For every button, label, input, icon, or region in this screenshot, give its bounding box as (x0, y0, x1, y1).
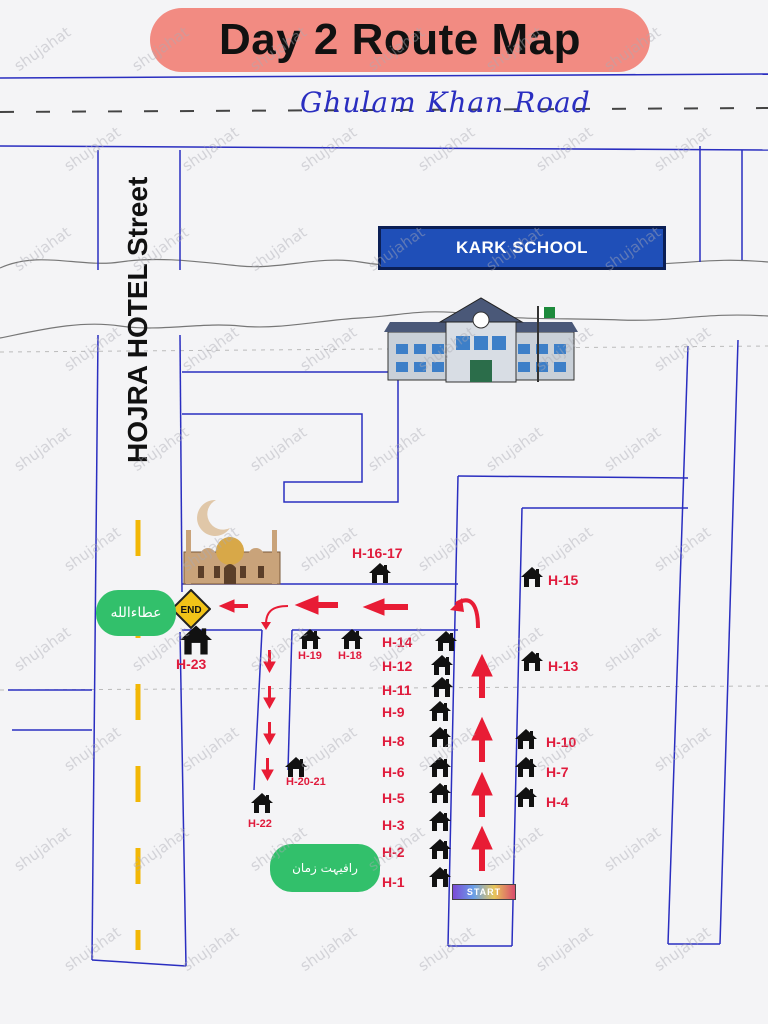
street-name-text: HOJRA HOTEL Street (122, 176, 153, 463)
house-label-h18: H-18 (338, 650, 362, 662)
road-name-label: Ghulam Khan Road (300, 86, 591, 119)
house-label-h12: H-12 (382, 658, 413, 674)
house-label-h3: H-3 (382, 817, 405, 833)
house-label-h15: H-15 (548, 572, 579, 588)
house-label-h10: H-10 (546, 734, 577, 750)
house-icon (521, 651, 543, 671)
map-title: Day 2 Route Map (150, 8, 650, 72)
start-resident-name: رافیہت زمان (292, 861, 358, 875)
house-label-h16-17: H-16-17 (352, 545, 403, 561)
house-label-h4: H-4 (546, 794, 569, 810)
start-sign-text: START (466, 887, 502, 897)
end-resident-bubble: عطاءالله (96, 590, 176, 636)
house-label-h19: H-19 (298, 650, 322, 662)
school-banner: KARK SCHOOL (378, 226, 666, 270)
house-icon (299, 629, 321, 649)
house-icon (435, 631, 457, 651)
house-icon (341, 629, 363, 649)
end-resident-name: عطاءالله (110, 605, 162, 621)
house-label-h6: H-6 (382, 764, 405, 780)
house-icon (515, 729, 537, 749)
house-icon (429, 727, 451, 747)
house-icon (515, 757, 537, 777)
house-icon (429, 757, 451, 777)
house-label-h13: H-13 (548, 658, 579, 674)
house-icon (251, 793, 273, 813)
start-sign: START (452, 884, 516, 900)
house-label-h8: H-8 (382, 733, 405, 749)
street-name-label: HOJRA HOTEL Street (122, 150, 162, 495)
house-label-h14: H-14 (382, 634, 413, 650)
house-label-h22: H-22 (248, 818, 272, 830)
house-icon (431, 677, 453, 697)
house-icon (180, 625, 212, 655)
school-name: KARK SCHOOL (455, 238, 589, 257)
house-icon (515, 787, 537, 807)
house-icon (429, 811, 451, 831)
house-icon (429, 867, 451, 887)
house-icon (429, 783, 451, 803)
house-label-h20-21: H-20-21 (286, 776, 326, 788)
house-icon (285, 757, 307, 777)
school-building (384, 297, 578, 383)
end-sign-text: END (180, 605, 201, 616)
house-label-h2: H-2 (382, 844, 405, 860)
house-label-h11: H-11 (382, 682, 412, 698)
house-icon (429, 839, 451, 859)
map-title-text: Day 2 Route Map (218, 15, 581, 64)
house-label-h9: H-9 (382, 704, 405, 720)
house-label-h23: H-23 (176, 656, 207, 672)
house-icon (431, 655, 453, 675)
house-label-h7: H-7 (546, 764, 569, 780)
house-label-h1: H-1 (382, 874, 405, 890)
house-icon (429, 701, 451, 721)
end-sign: END (171, 589, 211, 629)
house-icon (521, 567, 543, 587)
start-resident-bubble: رافیہت زمان (270, 844, 380, 892)
house-label-h5: H-5 (382, 790, 405, 806)
house-icon (369, 563, 391, 583)
